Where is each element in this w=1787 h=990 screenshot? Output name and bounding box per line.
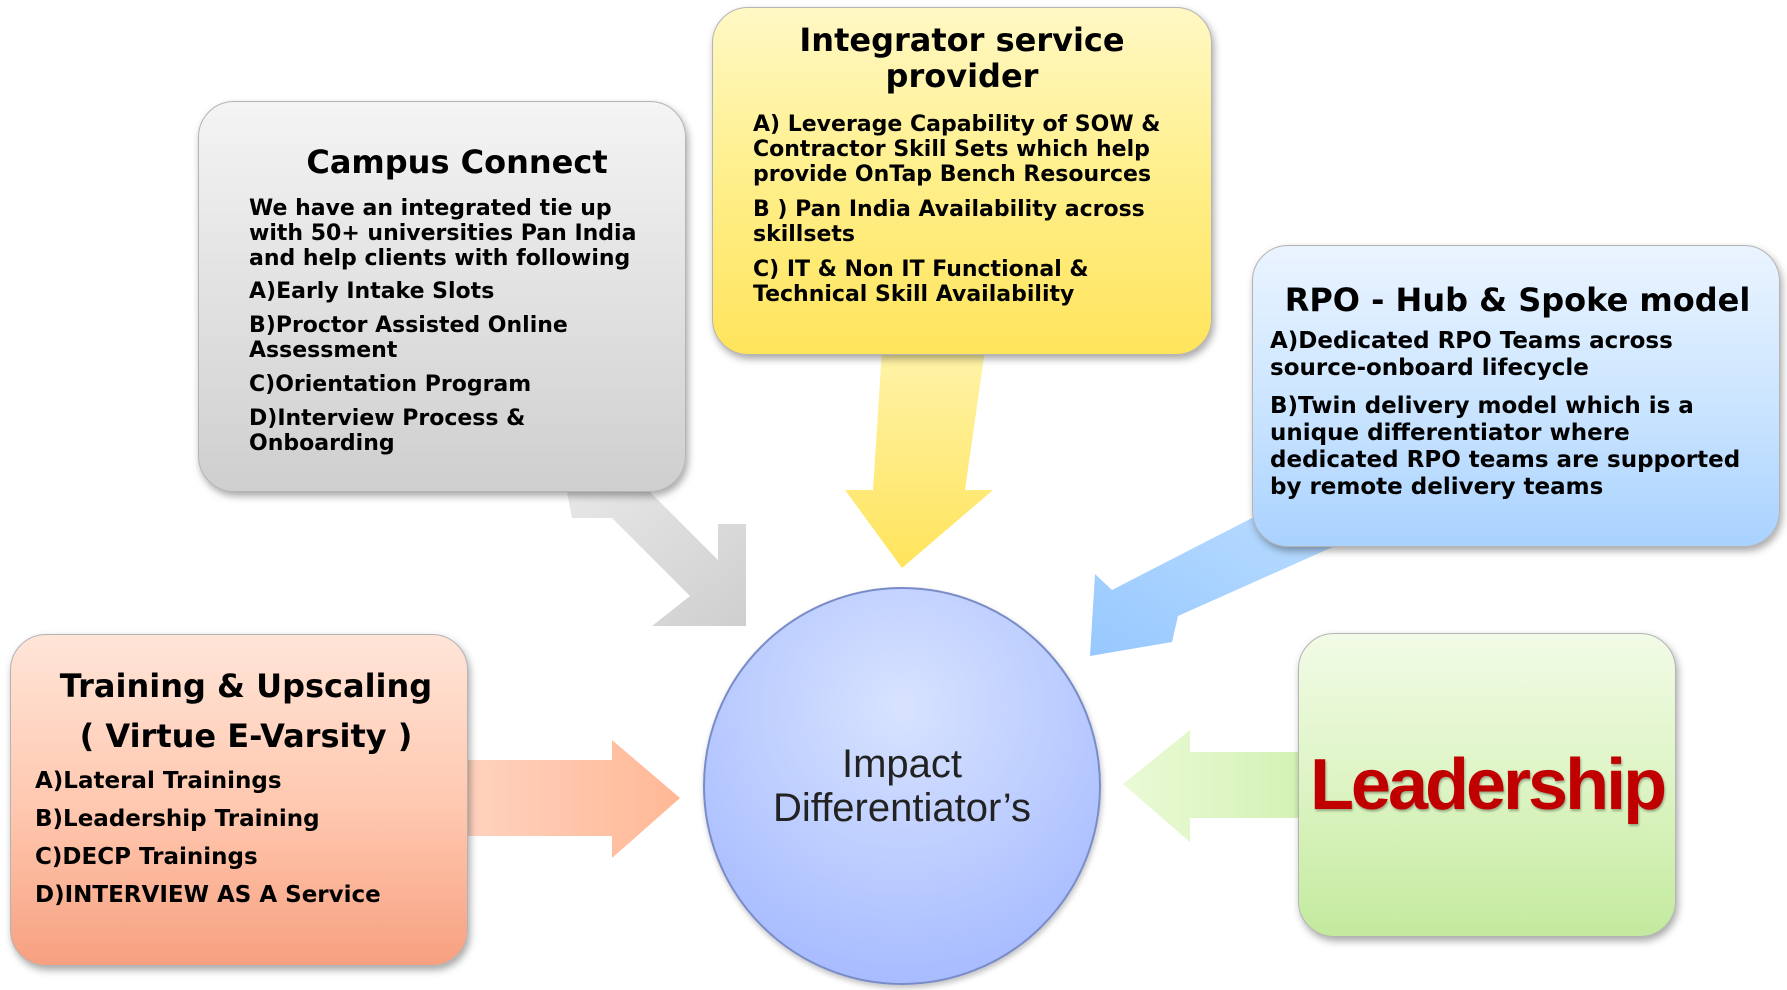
list-item: C)DECP Trainings xyxy=(35,844,258,870)
impact-differentiators-circle: Impact Differentiator’s xyxy=(703,587,1101,985)
center-label-line1: Impact xyxy=(841,742,963,786)
list-item: B)Proctor Assisted Online Assessment xyxy=(249,313,568,363)
list-item: B ) Pan India Availability across skills… xyxy=(753,197,1145,247)
center-label-line2: Differentiator’s xyxy=(773,786,1031,830)
leadership-box: Leadership xyxy=(1298,633,1676,937)
training-list: A)Lateral Trainings B)Leadership Trainin… xyxy=(35,767,457,910)
list-item: C) IT & Non IT Functional & Technical Sk… xyxy=(753,257,1089,307)
list-item: A)Dedicated RPO Teams across source-onbo… xyxy=(1270,328,1673,381)
list-item: A)Lateral Trainings xyxy=(35,768,282,794)
rpo-arrow xyxy=(1090,518,1335,656)
rpo-title: RPO - Hub & Spoke model xyxy=(1284,281,1751,319)
list-item: D)Interview Process & Onboarding xyxy=(249,406,526,456)
training-upscaling-box: Training & Upscaling ( Virtue E-Varsity … xyxy=(10,634,468,966)
campus-connect-title: Campus Connect xyxy=(306,143,608,181)
list-item: A) Leverage Capability of SOW & Contract… xyxy=(753,112,1161,187)
campus-connect-intro: We have an integrated tie up with 50+ un… xyxy=(249,196,637,271)
list-item: B)Twin delivery model which is a unique … xyxy=(1270,393,1741,500)
training-arrow xyxy=(468,740,680,858)
integrator-title: Integrator service provider xyxy=(799,21,1125,95)
rpo-hub-spoke-box: RPO - Hub & Spoke model A)Dedicated RPO … xyxy=(1252,245,1780,547)
list-item: B)Leadership Training xyxy=(35,806,320,832)
integrator-service-provider-box: Integrator service provider A) Leverage … xyxy=(712,7,1212,355)
leadership-label: Leadership xyxy=(1309,745,1667,825)
list-item: A)Early Intake Slots xyxy=(249,279,495,304)
training-title: Training & Upscaling xyxy=(59,667,433,705)
campus-arrow xyxy=(565,482,746,626)
integrator-arrow xyxy=(845,350,993,568)
list-item: D)INTERVIEW AS A Service xyxy=(35,882,381,908)
list-item: C)Orientation Program xyxy=(249,372,532,397)
leadership-arrow xyxy=(1123,730,1298,842)
training-subtitle: ( Virtue E-Varsity ) xyxy=(79,717,413,755)
campus-connect-box: Campus Connect We have an integrated tie… xyxy=(198,101,686,492)
